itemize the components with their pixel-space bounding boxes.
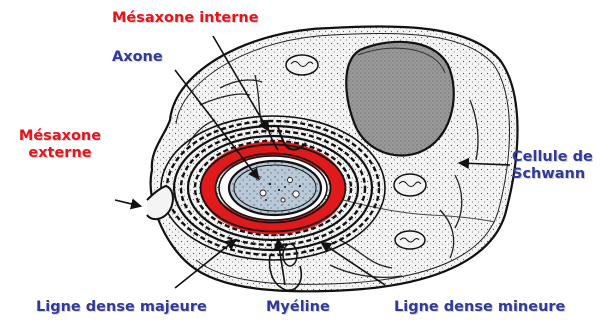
label-axone: Axone <box>112 49 163 66</box>
label-cellule-line2: Schwann <box>512 166 593 183</box>
label-cellule-de-schwann: Cellule de Schwann <box>512 149 593 183</box>
label-ligne-dense-mineure: Ligne dense mineure <box>394 299 565 316</box>
label-mesaxone-externe-line1: Mésaxone <box>4 128 116 145</box>
label-mesaxone-externe: Mésaxone externe <box>4 128 116 162</box>
label-mesaxone-externe-line2: externe <box>4 145 116 162</box>
label-ligne-dense-majeure: Ligne dense majeure <box>36 299 207 316</box>
label-mesaxone-interne: Mésaxone interne <box>112 10 259 27</box>
nucleus <box>346 42 454 156</box>
label-myeline: Myéline <box>266 299 330 316</box>
label-cellule-line1: Cellule de <box>512 149 593 166</box>
axon <box>229 161 321 215</box>
